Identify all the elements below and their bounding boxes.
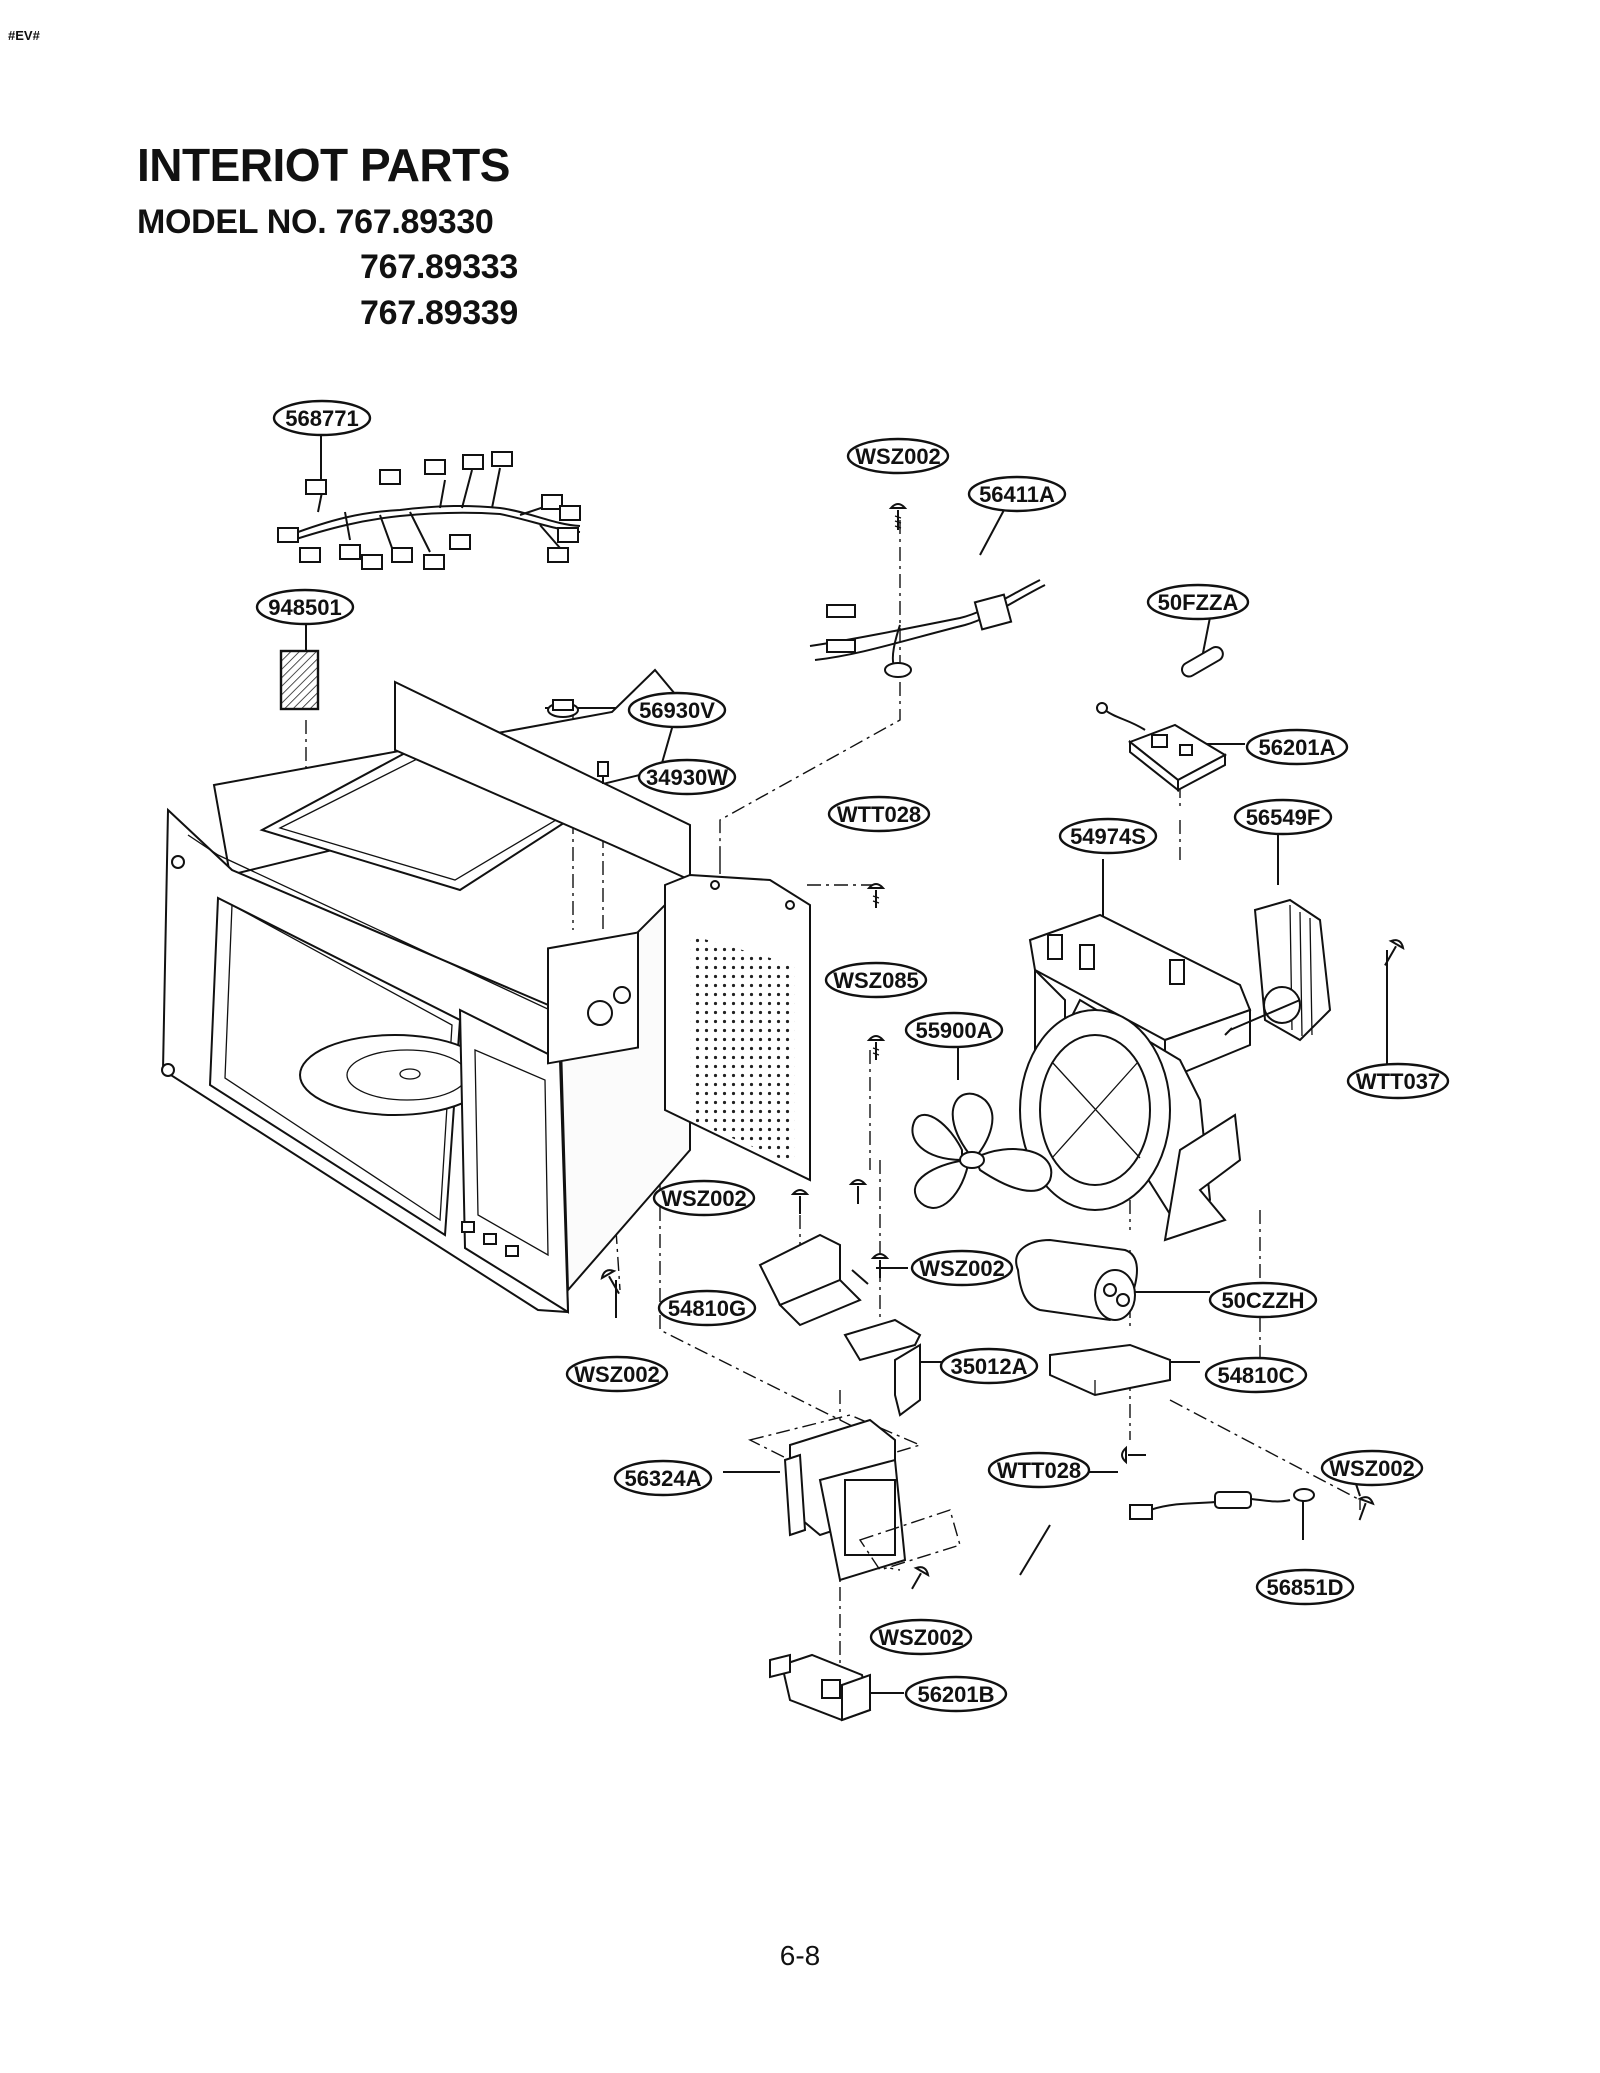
label-34930w: 34930W	[637, 758, 737, 796]
label-35012a: 35012A	[939, 1347, 1039, 1385]
label-56201b: 56201B	[904, 1675, 1008, 1713]
label-56324a: 56324A	[613, 1459, 713, 1497]
svg-text:WTT028: WTT028	[837, 802, 921, 827]
svg-text:54810G: 54810G	[668, 1296, 746, 1321]
label-56930v: 56930V	[627, 691, 727, 729]
svg-text:WSZ085: WSZ085	[833, 968, 919, 993]
fan-blade	[911, 1092, 1053, 1209]
frame-bracket	[1019, 913, 1252, 1242]
bracket-54810c	[1049, 1343, 1171, 1397]
noise-filter-board	[1096, 702, 1228, 793]
model-number-1: 767.89330	[335, 203, 494, 241]
page-title: INTERIOT PARTS	[137, 139, 510, 191]
label-56851d: 56851D	[1255, 1568, 1355, 1606]
label-wtt028-a: WTT028	[827, 795, 931, 833]
thermistor	[1129, 1488, 1315, 1520]
oven-cavity	[161, 668, 691, 1314]
capacitor	[1015, 1238, 1138, 1322]
svg-text:568771: 568771	[285, 406, 358, 431]
wire-assembly-56411a	[809, 579, 1046, 678]
label-wsz002-b: WSZ002	[652, 1179, 756, 1217]
svg-text:56324A: 56324A	[624, 1466, 701, 1491]
label-wsz002-e: WSZ002	[1320, 1449, 1424, 1487]
model-prefix: MODEL NO.	[137, 203, 327, 241]
svg-text:55900A: 55900A	[915, 1018, 992, 1043]
label-wsz002-top: WSZ002	[846, 437, 950, 475]
bracket-35012a	[843, 1318, 922, 1417]
svg-text:56201B: 56201B	[917, 1682, 994, 1707]
svg-text:WTT028: WTT028	[997, 1458, 1081, 1483]
svg-text:WSZ002: WSZ002	[1329, 1456, 1415, 1481]
label-50fzza: 50FZZA	[1146, 583, 1250, 621]
bracket-54810g	[758, 1233, 862, 1327]
label-568771: 568771	[272, 399, 372, 437]
label-948501: 948501	[255, 588, 355, 626]
label-56549f: 56549F	[1233, 798, 1333, 836]
motor-56549f	[1224, 898, 1332, 1042]
label-wtt037: WTT037	[1346, 1062, 1450, 1100]
svg-text:56201A: 56201A	[1258, 735, 1335, 760]
page-number: 6-8	[779, 1940, 821, 1971]
label-54810c: 54810C	[1204, 1356, 1308, 1394]
model-number-3: 767.89339	[360, 294, 519, 332]
svg-text:34930W: 34930W	[646, 765, 728, 790]
label-50czzh: 50CZZH	[1208, 1281, 1318, 1319]
svg-text:WSZ002: WSZ002	[878, 1625, 964, 1650]
rear-mounting-panel	[664, 873, 811, 1182]
noise-filter-56201b	[769, 1653, 872, 1722]
document-code: #EV#	[8, 28, 40, 43]
svg-text:56930V: 56930V	[639, 698, 715, 723]
svg-text:50CZZH: 50CZZH	[1221, 1288, 1304, 1313]
thermal-cutout	[545, 699, 582, 718]
fuse	[1181, 646, 1224, 678]
label-54810g: 54810G	[657, 1289, 757, 1327]
svg-text:56549F: 56549F	[1246, 805, 1321, 830]
label-55900a: 55900A	[904, 1011, 1004, 1049]
svg-text:WSZ002: WSZ002	[574, 1362, 660, 1387]
label-56201a: 56201A	[1245, 728, 1349, 766]
svg-text:WSZ002: WSZ002	[919, 1256, 1005, 1281]
waveguide-cover	[279, 649, 320, 711]
svg-text:56411A: 56411A	[979, 482, 1055, 507]
label-wsz002-d: WSZ002	[565, 1355, 669, 1393]
svg-text:50FZZA: 50FZZA	[1158, 590, 1239, 615]
svg-text:54810C: 54810C	[1217, 1363, 1294, 1388]
part-labels: 568771 948501 56930V 34930W WSZ002 56411…	[255, 399, 1450, 1713]
model-number-row-1: MODEL NO. 767.89330	[137, 203, 494, 242]
label-54974s: 54974S	[1058, 817, 1158, 855]
model-number-2: 767.89333	[360, 248, 519, 286]
svg-text:WSZ002: WSZ002	[661, 1186, 747, 1211]
svg-text:54974S: 54974S	[1070, 824, 1146, 849]
svg-text:56851D: 56851D	[1266, 1575, 1343, 1600]
svg-text:948501: 948501	[268, 595, 341, 620]
wire-harness	[277, 451, 581, 570]
screws	[600, 503, 1405, 1590]
svg-text:WTT037: WTT037	[1356, 1069, 1440, 1094]
magnetron	[747, 1414, 961, 1582]
label-wtt028-b: WTT028	[987, 1451, 1091, 1489]
sensor-34930w	[597, 761, 609, 784]
label-wsz085: WSZ085	[824, 961, 928, 999]
svg-text:WSZ002: WSZ002	[855, 444, 941, 469]
label-wsz002-f: WSZ002	[869, 1618, 973, 1656]
label-wsz002-c: WSZ002	[910, 1249, 1014, 1287]
svg-text:35012A: 35012A	[950, 1354, 1027, 1379]
label-56411a: 56411A	[967, 475, 1067, 513]
